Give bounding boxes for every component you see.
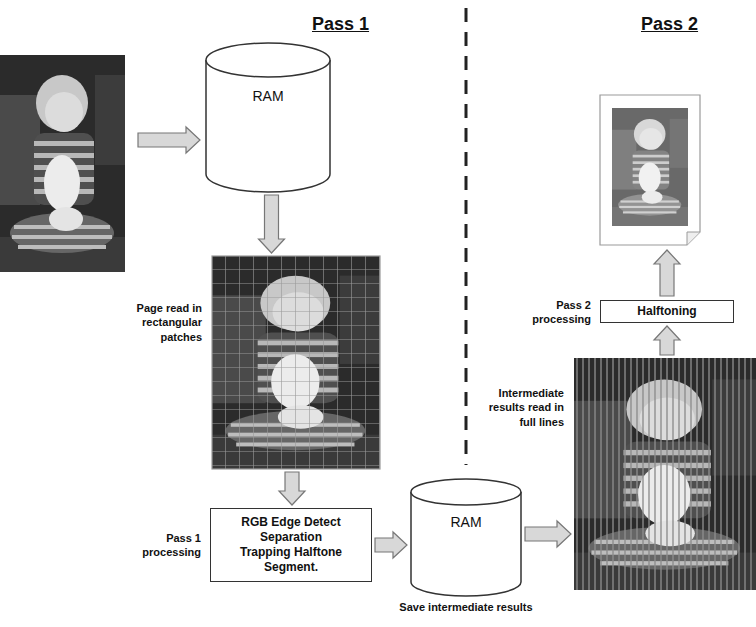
node-caption: Intermediate results read in full lines	[472, 386, 564, 429]
patch-photo	[212, 256, 380, 469]
pass-divider	[465, 8, 468, 465]
patch-grid	[212, 256, 380, 469]
column-heading: Pass 1	[312, 14, 369, 35]
node-text: RAM	[205, 87, 331, 105]
image-panel: Intermediate results read in full lines	[574, 358, 756, 590]
block-arrow	[138, 127, 200, 153]
ram-cylinder: RAMSave intermediate results	[410, 478, 522, 596]
process-box: Pass 1 processingRGB Edge Detect Separat…	[210, 508, 372, 582]
image-panel: Page read in rectangular patches	[212, 256, 380, 469]
cylinder-body	[411, 492, 521, 596]
block-arrow	[259, 195, 285, 253]
node-caption: Pass 2 processing	[511, 297, 591, 326]
block-arrow	[279, 472, 305, 505]
column-heading: Pass 2	[641, 14, 698, 35]
cylinder-outline	[205, 42, 331, 192]
process-box: Pass 2 processingHalftoning	[600, 300, 734, 323]
block-arrow	[525, 521, 571, 547]
cylinder-top	[411, 479, 521, 505]
node-caption: Page read in rectangular patches	[102, 301, 202, 344]
node-caption: Save intermediate results	[399, 600, 532, 614]
node-text: Halftoning	[609, 304, 725, 319]
page-corner	[687, 232, 700, 245]
input-photo	[0, 55, 125, 272]
intermediate-photo	[574, 358, 756, 590]
cylinder-outline	[410, 478, 522, 596]
block-arrow	[375, 532, 407, 558]
cylinder-top	[206, 43, 330, 77]
output-page	[600, 95, 700, 245]
block-arrow	[654, 326, 680, 355]
node-text: RAM	[410, 513, 522, 531]
node-text: RGB Edge Detect Separation Trapping Half…	[237, 515, 345, 575]
printed-photo	[612, 108, 688, 226]
ram-cylinder: RAM	[205, 42, 331, 192]
cylinder-body	[206, 60, 330, 192]
block-arrow	[654, 250, 680, 296]
line-stripes	[574, 358, 756, 590]
node-caption: Pass 1 processing	[106, 531, 201, 560]
